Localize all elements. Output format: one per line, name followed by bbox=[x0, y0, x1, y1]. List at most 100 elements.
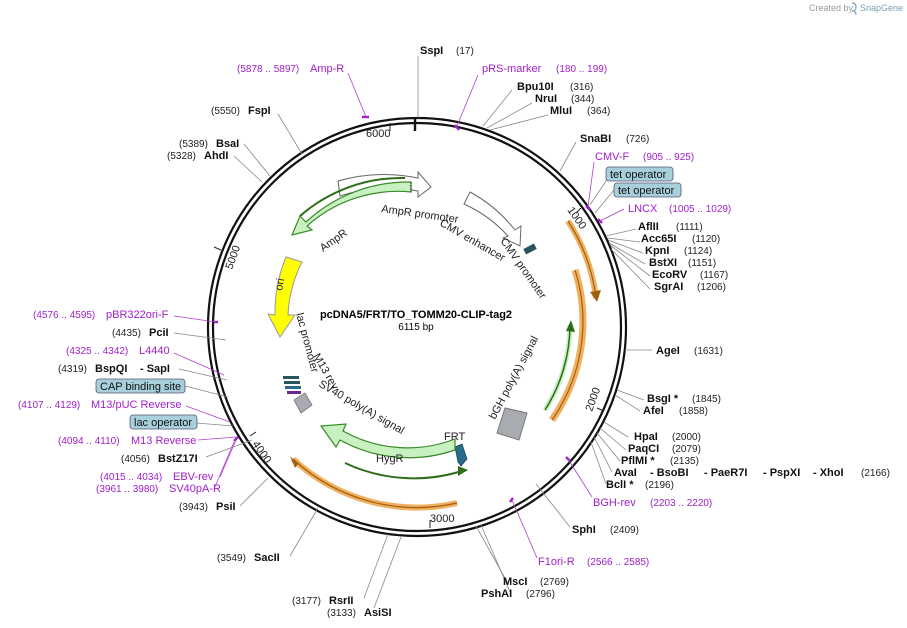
site-nrui-name[interactable]: NruI bbox=[535, 93, 557, 105]
site-bstxi-pos: (1151) bbox=[688, 258, 716, 269]
site-bstxi-name[interactable]: BstXI bbox=[649, 257, 677, 269]
feat-sv40pa-range: (3961 .. 3980) bbox=[96, 484, 158, 495]
site-hpai-name[interactable]: HpaI bbox=[634, 431, 658, 443]
site-agei-name[interactable]: AgeI bbox=[656, 345, 680, 357]
feat-ebvrev-name[interactable]: EBV-rev bbox=[173, 471, 214, 483]
tomm20-arc-head bbox=[566, 320, 575, 332]
site-pspxi-name[interactable]: - PspXI bbox=[763, 467, 800, 479]
site-sphi-name[interactable]: SphI bbox=[572, 524, 596, 536]
site-bspqi-pos: (4319) bbox=[58, 364, 87, 375]
site-fspi-name[interactable]: FspI bbox=[248, 105, 271, 117]
site-kpni-pos: (1124) bbox=[684, 246, 712, 257]
site-bsai-pos: (5389) bbox=[179, 139, 208, 150]
site-bpu10i-pos: (316) bbox=[570, 82, 593, 93]
tick-label-3000: 3000 bbox=[430, 513, 454, 525]
lac-operator-label: lac operator bbox=[134, 417, 192, 429]
cap-binding-label: CAP binding site bbox=[100, 381, 181, 393]
site-bcli-pos: (2196) bbox=[645, 480, 674, 491]
label-cmv-promoter: CMV promoter bbox=[498, 236, 549, 302]
feat-cmvf-name[interactable]: CMV-F bbox=[595, 151, 630, 163]
ampr-inner-strand bbox=[299, 176, 406, 217]
site-pflmi-name[interactable]: PflMI * bbox=[621, 455, 655, 467]
site-aflii-name[interactable]: AflII bbox=[638, 221, 659, 233]
site-bsgi-pos: (1845) bbox=[692, 394, 721, 405]
cmv-arrow bbox=[463, 191, 522, 247]
tet-operator-box-2[interactable]: tet operator bbox=[613, 182, 682, 198]
feat-m13rev-name[interactable]: M13 Reverse bbox=[131, 435, 196, 447]
feat-ebvrev-range: (4015 .. 4034) bbox=[100, 472, 162, 483]
feat-f1ori-name[interactable]: F1ori-R bbox=[538, 556, 575, 568]
snapgene-logo-icon bbox=[851, 2, 857, 16]
credit-text: Created by bbox=[809, 3, 854, 13]
site-avai-pos: (2166) bbox=[861, 468, 890, 479]
feat-ampr-name[interactable]: Amp-R bbox=[310, 63, 344, 75]
site-ahdi-name[interactable]: AhdI bbox=[204, 150, 228, 162]
site-bsai-name[interactable]: BsaI bbox=[216, 138, 239, 150]
site-xhoi-name[interactable]: - XhoI bbox=[813, 467, 844, 479]
site-psii-name[interactable]: PsiI bbox=[216, 501, 236, 513]
site-bspqi-name[interactable]: BspQI bbox=[95, 363, 127, 375]
cap-binding-box[interactable]: CAP binding site bbox=[95, 378, 186, 394]
site-snabi-pos: (726) bbox=[626, 134, 649, 145]
site-asisi-pos: (3133) bbox=[327, 608, 356, 619]
feat-prs-name[interactable]: pRS-marker bbox=[482, 63, 542, 75]
site-bsgi-name[interactable]: BsgI * bbox=[647, 393, 679, 405]
site-mlui-pos: (364) bbox=[587, 106, 610, 117]
feat-pbr322-name[interactable]: pBR322ori-F bbox=[106, 309, 169, 321]
feat-pbr322-range: (4576 .. 4595) bbox=[33, 310, 95, 321]
site-paqci-name[interactable]: PaqCI bbox=[628, 443, 659, 455]
feat-f1ori-range: (2566 .. 2585) bbox=[587, 557, 649, 568]
site-sgrai-name[interactable]: SgrAI bbox=[654, 281, 683, 293]
feat-m13puc-range: (4107 .. 4129) bbox=[18, 400, 80, 411]
credit-brand: SnapGene bbox=[860, 3, 903, 13]
site-paer7i-name[interactable]: - PaeR7I bbox=[704, 467, 747, 479]
site-sapi-name[interactable]: - SapI bbox=[140, 363, 170, 375]
site-sspi-name[interactable]: SspI bbox=[420, 45, 443, 57]
site-snabi-name[interactable]: SnaBI bbox=[580, 133, 611, 145]
site-ahdi-pos: (5328) bbox=[167, 151, 196, 162]
site-rsrii-name[interactable]: RsrII bbox=[329, 595, 353, 607]
site-msci-pos: (2769) bbox=[540, 577, 569, 588]
feat-lncx-name[interactable]: LNCX bbox=[628, 203, 658, 215]
site-pcii-name[interactable]: PciI bbox=[149, 327, 169, 339]
feat-m13puc-name[interactable]: M13/pUC Reverse bbox=[91, 399, 181, 411]
label-lac-promoter: lac promoter bbox=[293, 312, 321, 374]
feat-lncx-range: (1005 .. 1029) bbox=[669, 204, 731, 215]
site-avai-name[interactable]: AvaI bbox=[614, 467, 637, 479]
lac-region-elements bbox=[283, 376, 313, 414]
label-ori: ori bbox=[273, 277, 287, 291]
tick-label-6000: 6000 bbox=[366, 128, 390, 140]
site-sacii-pos: (3549) bbox=[217, 553, 246, 564]
site-msci-name[interactable]: MscI bbox=[503, 576, 527, 588]
site-kpni-name[interactable]: KpnI bbox=[645, 245, 669, 257]
site-mlui-name[interactable]: MluI bbox=[550, 105, 572, 117]
site-rsrii-pos: (3177) bbox=[292, 596, 321, 607]
site-pshai-name[interactable]: PshAI bbox=[481, 588, 512, 600]
site-bpu10i-name[interactable]: Bpu10I bbox=[517, 81, 554, 93]
feat-prs-range: (180 .. 199) bbox=[556, 64, 607, 75]
site-sgrai-pos: (1206) bbox=[697, 282, 726, 293]
site-hpai-pos: (2000) bbox=[672, 432, 701, 443]
site-asisi-name[interactable]: AsiSI bbox=[364, 607, 392, 619]
lac-operator-box[interactable]: lac operator bbox=[129, 414, 198, 430]
primer-arc-right-head bbox=[590, 290, 601, 302]
frt-arrow bbox=[454, 443, 468, 467]
site-bstz17i-name[interactable]: BstZ17I bbox=[158, 453, 198, 465]
primer-arc-bottom bbox=[290, 456, 458, 511]
label-bgh: bGH poly(A) signal bbox=[487, 334, 541, 421]
site-bcli-name[interactable]: BclI * bbox=[606, 479, 634, 491]
primer-arc-bottom-strand bbox=[292, 458, 458, 509]
feat-l4440-name[interactable]: L4440 bbox=[139, 345, 170, 357]
site-bsobi-name[interactable]: - BsoBI bbox=[650, 467, 689, 479]
feat-bghrev-name[interactable]: BGH-rev bbox=[593, 497, 636, 509]
site-sacii-name[interactable]: SacII bbox=[254, 552, 280, 564]
site-ecorv-pos: (1167) bbox=[700, 270, 728, 281]
hygr-strand bbox=[344, 462, 466, 480]
scale-ticks bbox=[213, 123, 605, 528]
tet-operator-box-1[interactable]: tet operator bbox=[605, 166, 674, 182]
label-hygr: HygR bbox=[376, 453, 404, 465]
site-acc65i-name[interactable]: Acc65I bbox=[641, 233, 676, 245]
feat-sv40pa-name[interactable]: SV40pA-R bbox=[169, 483, 221, 495]
site-afei-name[interactable]: AfeI bbox=[643, 405, 664, 417]
site-ecorv-name[interactable]: EcoRV bbox=[652, 269, 688, 281]
